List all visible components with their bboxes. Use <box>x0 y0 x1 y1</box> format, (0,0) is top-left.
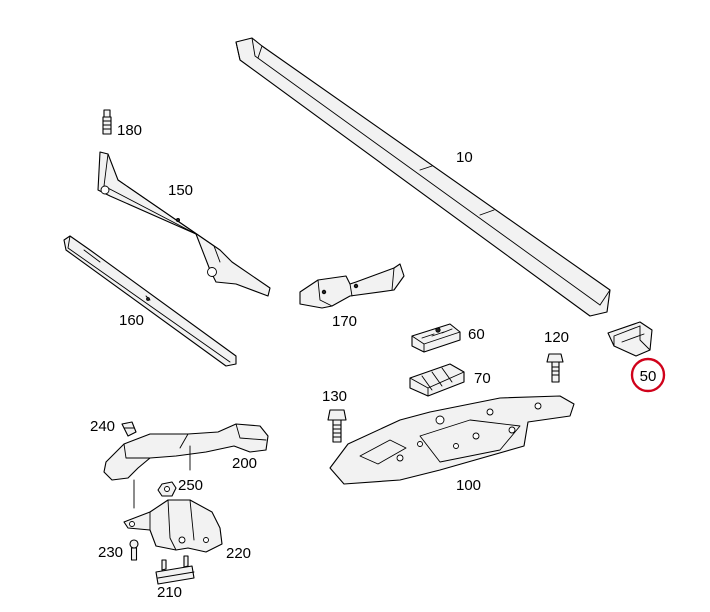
part-120-bolt[interactable] <box>546 353 564 383</box>
part-50-bracket[interactable] <box>607 321 653 357</box>
part-10-beam[interactable] <box>235 37 611 317</box>
label-170: 170 <box>332 313 357 330</box>
part-170-bracket[interactable] <box>299 263 405 309</box>
label-200: 200 <box>232 455 257 472</box>
label-160: 160 <box>119 312 144 329</box>
label-10: 10 <box>456 149 473 166</box>
part-150-rail[interactable] <box>97 151 271 297</box>
part-130-bolt[interactable] <box>327 409 347 443</box>
label-60: 60 <box>468 326 485 343</box>
label-250: 250 <box>178 477 203 494</box>
part-220-bracket[interactable] <box>123 499 223 553</box>
label-100: 100 <box>456 477 481 494</box>
part-70-pad[interactable] <box>409 363 465 397</box>
part-240-clip[interactable] <box>121 421 137 437</box>
label-240: 240 <box>90 418 115 435</box>
part-200-shield[interactable] <box>103 423 269 509</box>
part-180-screw[interactable] <box>102 109 112 135</box>
label-150: 150 <box>168 182 193 199</box>
label-180: 180 <box>117 122 142 139</box>
highlight-circle <box>630 357 666 393</box>
label-120: 120 <box>544 329 569 346</box>
part-250-nut[interactable] <box>157 481 177 497</box>
part-100-plate[interactable] <box>329 395 575 485</box>
label-130: 130 <box>322 388 347 405</box>
part-160-strip[interactable] <box>63 235 237 367</box>
label-210: 210 <box>157 584 182 601</box>
label-220: 220 <box>226 545 251 562</box>
label-70: 70 <box>474 370 491 387</box>
label-230: 230 <box>98 544 123 561</box>
part-230-screw[interactable] <box>129 539 139 561</box>
part-60-pad[interactable] <box>411 323 461 353</box>
part-210-clip[interactable] <box>155 555 195 585</box>
label-50: 50 <box>640 368 657 385</box>
